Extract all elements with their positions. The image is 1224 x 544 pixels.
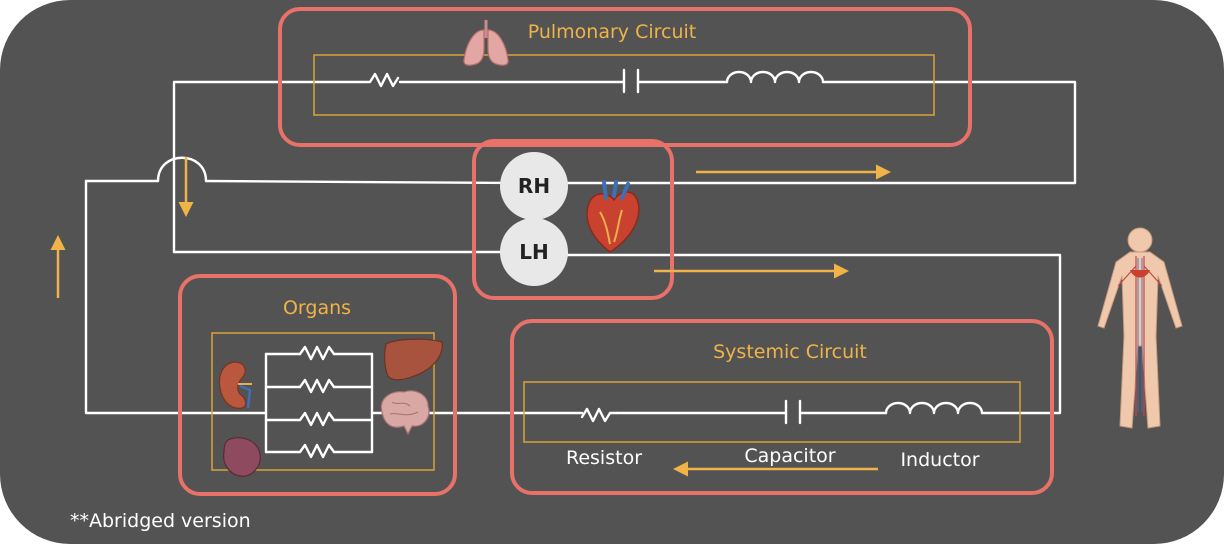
footnote: **Abridged version: [70, 510, 251, 532]
right-heart-node: RH: [500, 152, 568, 220]
left-heart-node: LH: [500, 218, 568, 286]
organs-circuit-box: [178, 274, 457, 496]
organs-title: Organs: [283, 297, 351, 319]
pulmonary-loop-wire: [84, 68, 1077, 254]
capacitor-label: Capacitor: [744, 445, 835, 467]
organs-parallel-resistors: [264, 345, 374, 459]
systemic-circuit-box: [510, 319, 1054, 495]
lh-label: LH: [519, 240, 548, 264]
pulmonary-title: Pulmonary Circuit: [528, 21, 697, 43]
pulmonary-inner-box: [313, 54, 935, 116]
spleen-icon: [223, 437, 261, 477]
organs-inner-box: [211, 332, 435, 471]
brain-icon: [380, 390, 430, 436]
resistor-label: Resistor: [566, 447, 642, 469]
systemic-title: Systemic Circuit: [713, 341, 867, 363]
human-body-icon: [1097, 227, 1183, 429]
heart-icon: [586, 180, 640, 253]
pulmonary-circuit-box: [278, 7, 972, 147]
kidney-icon: [218, 361, 252, 409]
liver-icon: [384, 338, 443, 381]
lungs-icon: [463, 20, 509, 66]
rh-label: RH: [518, 174, 550, 198]
systemic-inner-box: [523, 381, 1021, 443]
heart-box: [472, 139, 674, 300]
inductor-label: Inductor: [900, 449, 979, 471]
